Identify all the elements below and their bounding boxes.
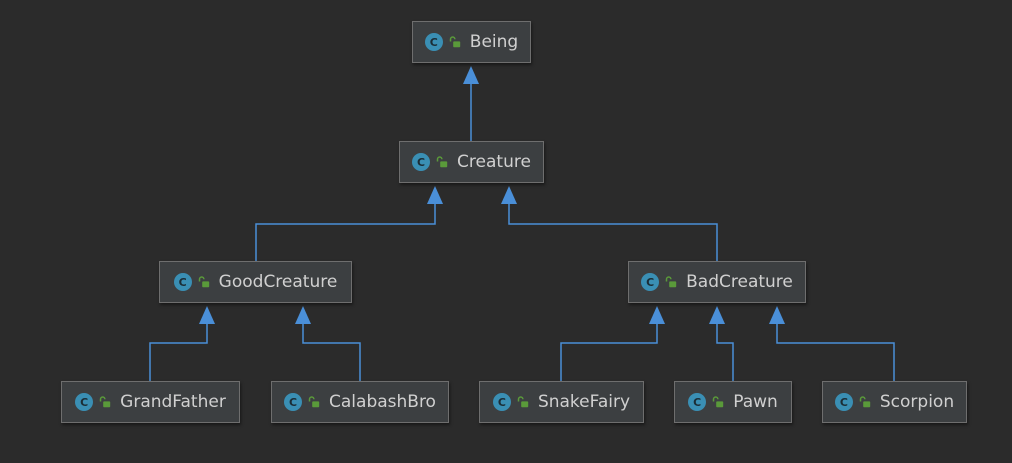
public-lock-icon <box>99 396 111 408</box>
class-icon: C <box>492 393 511 411</box>
edge-snakefairy-badcreature <box>560 324 658 382</box>
class-name: SnakeFairy <box>537 391 631 412</box>
arrowhead-being <box>463 66 479 84</box>
arrowhead-goodcreature-right <box>295 306 311 324</box>
class-icon: C <box>75 393 94 411</box>
class-node-being[interactable]: C Being <box>412 21 531 63</box>
class-icon: C <box>173 273 192 291</box>
class-icon: C <box>688 393 707 411</box>
public-lock-icon <box>517 396 529 408</box>
arrowhead-goodcreature-left <box>199 306 215 324</box>
class-icon: C <box>834 393 853 411</box>
class-node-badcreature[interactable]: C BadCreature <box>628 261 806 303</box>
class-name: BadCreature <box>686 271 793 292</box>
class-name: Scorpion <box>879 391 955 412</box>
public-lock-icon <box>665 276 677 288</box>
public-lock-icon <box>308 396 320 408</box>
arrowhead-badcreature-middle <box>709 306 725 324</box>
public-lock-icon <box>712 396 724 408</box>
edge-badcreature-creature <box>508 204 718 262</box>
class-name: Creature <box>457 151 531 172</box>
class-name: CalabashBro <box>329 391 436 412</box>
edge-goodcreature-creature <box>255 204 436 262</box>
edge-scorpion-badcreature <box>776 324 895 382</box>
class-name: GoodCreature <box>218 271 338 292</box>
public-lock-icon <box>198 276 209 288</box>
edge-calabashbro-goodcreature <box>302 324 361 382</box>
class-node-snakefairy[interactable]: C SnakeFairy <box>479 381 644 423</box>
edge-grandfather-goodcreature <box>149 324 208 382</box>
arrowhead-creature-right <box>501 186 517 204</box>
edge-pawn-badcreature <box>716 324 734 382</box>
arrowhead-creature-left <box>427 186 443 204</box>
class-node-goodcreature[interactable]: C GoodCreature <box>159 261 352 303</box>
class-name: GrandFather <box>120 391 226 412</box>
class-node-grandfather[interactable]: C GrandFather <box>61 381 240 423</box>
public-lock-icon <box>859 396 871 408</box>
class-name: Pawn <box>733 391 778 412</box>
arrowhead-badcreature-right <box>769 306 785 324</box>
arrowhead-badcreature-left <box>649 306 665 324</box>
class-icon: C <box>284 393 303 411</box>
public-lock-icon <box>449 36 460 48</box>
public-lock-icon <box>436 156 448 168</box>
class-icon: C <box>412 153 431 171</box>
class-node-scorpion[interactable]: C Scorpion <box>822 381 967 423</box>
class-name: Being <box>469 31 519 52</box>
class-icon: C <box>641 273 660 291</box>
class-icon: C <box>424 33 443 51</box>
class-node-calabashbro[interactable]: C CalabashBro <box>271 381 449 423</box>
class-node-pawn[interactable]: C Pawn <box>674 381 792 423</box>
class-node-creature[interactable]: C Creature <box>399 141 544 183</box>
